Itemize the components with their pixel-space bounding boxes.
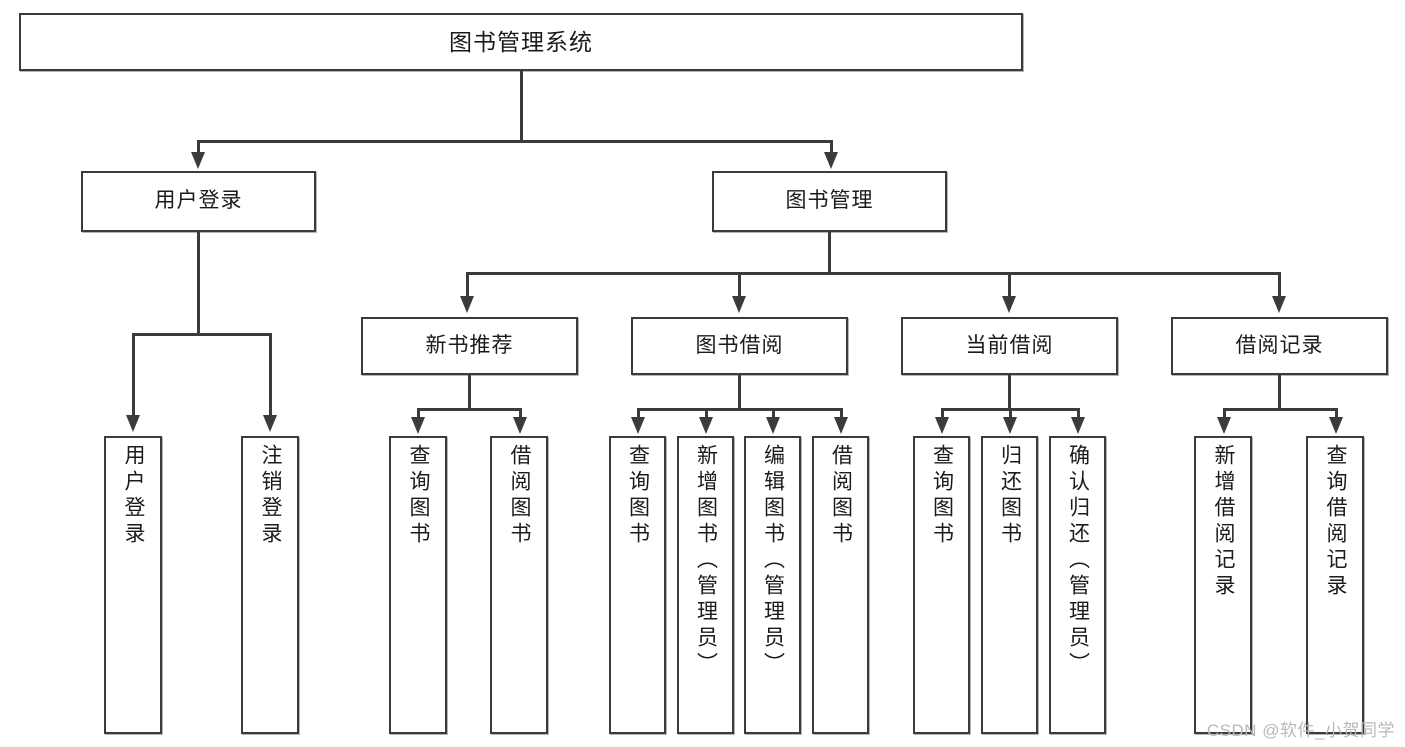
- arrowhead-borrow-to-leaf3: [766, 417, 780, 434]
- node-label: 借阅记录: [1235, 333, 1324, 357]
- leaf-query-books-borrow[interactable]: 查询图书: [609, 436, 666, 734]
- arrowhead-borrow-to-leaf4: [834, 417, 848, 434]
- connector-newbooks-trunk: [468, 375, 471, 408]
- node-label: 图书管理系统: [449, 28, 593, 55]
- connector-current-trunk: [1008, 375, 1011, 408]
- arrowhead-borrow-to-leaf2: [699, 417, 713, 434]
- arrowhead-login-to-leaf2: [263, 415, 277, 432]
- node-new-book-recommend[interactable]: 新书推荐: [361, 317, 578, 375]
- node-label: 用户登录: [122, 444, 146, 548]
- arrowhead-records-to-leaf1: [1217, 417, 1231, 434]
- node-label: 图书借阅: [695, 333, 784, 357]
- connector-borrow-to-leaf1: [637, 408, 640, 420]
- arrowhead-root-to-bookmgmt: [824, 152, 838, 169]
- leaf-confirm-return-admin[interactable]: 确认归还（管理员）: [1049, 436, 1106, 734]
- connector-login-to-leaf2: [269, 333, 272, 419]
- connector-borrow-trunk: [738, 375, 741, 408]
- node-label: 当前借阅: [965, 333, 1054, 357]
- node-label: 确认归还（管理员）: [1066, 444, 1090, 678]
- arrowhead-current-to-leaf2: [1003, 417, 1017, 434]
- connector-bookmgmt-bus: [466, 272, 1280, 275]
- leaf-borrow-books-newbooks[interactable]: 借阅图书: [490, 436, 548, 734]
- node-label: 查询借阅记录: [1324, 444, 1348, 600]
- connector-borrow-to-leaf3: [772, 408, 775, 420]
- arrowhead-current-to-leaf1: [935, 417, 949, 434]
- connector-newbooks-to-leaf1: [417, 408, 420, 420]
- node-label: 查询图书: [626, 444, 650, 548]
- node-label: 新书推荐: [425, 333, 514, 357]
- connector-current-to-leaf3: [1077, 408, 1080, 420]
- node-root-system[interactable]: 图书管理系统: [19, 13, 1023, 71]
- node-book-borrow[interactable]: 图书借阅: [631, 317, 848, 375]
- connector-bookmgmt-trunk: [828, 232, 831, 272]
- node-label: 查询图书: [407, 444, 431, 548]
- connector-current-to-leaf1: [941, 408, 944, 420]
- connector-bookmgmt-to-newbooks: [466, 272, 469, 300]
- connector-records-bus: [1223, 408, 1338, 411]
- leaf-query-borrow-record[interactable]: 查询借阅记录: [1306, 436, 1364, 734]
- node-label: 借阅图书: [829, 444, 853, 548]
- arrowhead-newbooks-to-leaf1: [411, 417, 425, 434]
- connector-root-to-bookmgmt: [830, 140, 833, 157]
- connector-root-to-login: [197, 140, 200, 157]
- node-label: 新增图书（管理员）: [694, 444, 718, 678]
- node-label: 查询图书: [930, 444, 954, 548]
- arrowhead-newbooks-to-leaf2: [513, 417, 527, 434]
- connector-newbooks-bus: [417, 408, 522, 411]
- node-book-management[interactable]: 图书管理: [712, 171, 947, 232]
- arrowhead-login-to-leaf1: [126, 415, 140, 432]
- connector-records-to-leaf2: [1335, 408, 1338, 420]
- leaf-return-books[interactable]: 归还图书: [981, 436, 1038, 734]
- leaf-add-borrow-record[interactable]: 新增借阅记录: [1194, 436, 1252, 734]
- connector-root-bus: [197, 140, 833, 143]
- arrowhead-current-to-leaf3: [1071, 417, 1085, 434]
- connector-login-bus: [132, 333, 272, 336]
- connector-root-trunk: [520, 71, 523, 140]
- connector-login-to-leaf1: [132, 333, 135, 419]
- connector-borrow-bus: [637, 408, 842, 411]
- arrowhead-root-to-login: [191, 152, 205, 169]
- arrowhead-borrow-to-leaf1: [631, 417, 645, 434]
- connector-records-trunk: [1278, 375, 1281, 408]
- node-label: 编辑图书（管理员）: [761, 444, 785, 678]
- arrowhead-bookmgmt-to-records: [1272, 296, 1286, 313]
- connector-newbooks-to-leaf2: [519, 408, 522, 420]
- node-current-borrow[interactable]: 当前借阅: [901, 317, 1118, 375]
- leaf-query-books-newbooks[interactable]: 查询图书: [389, 436, 447, 734]
- leaf-logout[interactable]: 注销登录: [241, 436, 299, 734]
- connector-bookmgmt-to-records: [1278, 272, 1281, 300]
- leaf-add-book-admin[interactable]: 新增图书（管理员）: [677, 436, 734, 734]
- connector-login-trunk: [197, 232, 200, 333]
- arrowhead-records-to-leaf2: [1329, 417, 1343, 434]
- leaf-user-login[interactable]: 用户登录: [104, 436, 162, 734]
- node-borrow-records[interactable]: 借阅记录: [1171, 317, 1388, 375]
- connector-borrow-to-leaf4: [840, 408, 843, 420]
- arrowhead-bookmgmt-to-newbooks: [460, 296, 474, 313]
- connector-current-to-leaf2: [1009, 408, 1012, 420]
- node-label: 归还图书: [998, 444, 1022, 548]
- node-label: 借阅图书: [508, 444, 532, 548]
- arrowhead-bookmgmt-to-current: [1002, 296, 1016, 313]
- leaf-borrow-books-borrow[interactable]: 借阅图书: [812, 436, 869, 734]
- node-label: 图书管理: [785, 189, 874, 213]
- connector-records-to-leaf1: [1223, 408, 1226, 420]
- arrowhead-bookmgmt-to-borrow: [732, 296, 746, 313]
- node-label: 用户登录: [154, 189, 243, 213]
- leaf-edit-book-admin[interactable]: 编辑图书（管理员）: [744, 436, 801, 734]
- node-label: 注销登录: [259, 444, 283, 548]
- node-label: 新增借阅记录: [1212, 444, 1236, 600]
- node-user-login[interactable]: 用户登录: [81, 171, 316, 232]
- connector-bookmgmt-to-current: [1008, 272, 1011, 300]
- connector-borrow-to-leaf2: [705, 408, 708, 420]
- connector-bookmgmt-to-borrow: [738, 272, 741, 300]
- leaf-query-books-current[interactable]: 查询图书: [913, 436, 970, 734]
